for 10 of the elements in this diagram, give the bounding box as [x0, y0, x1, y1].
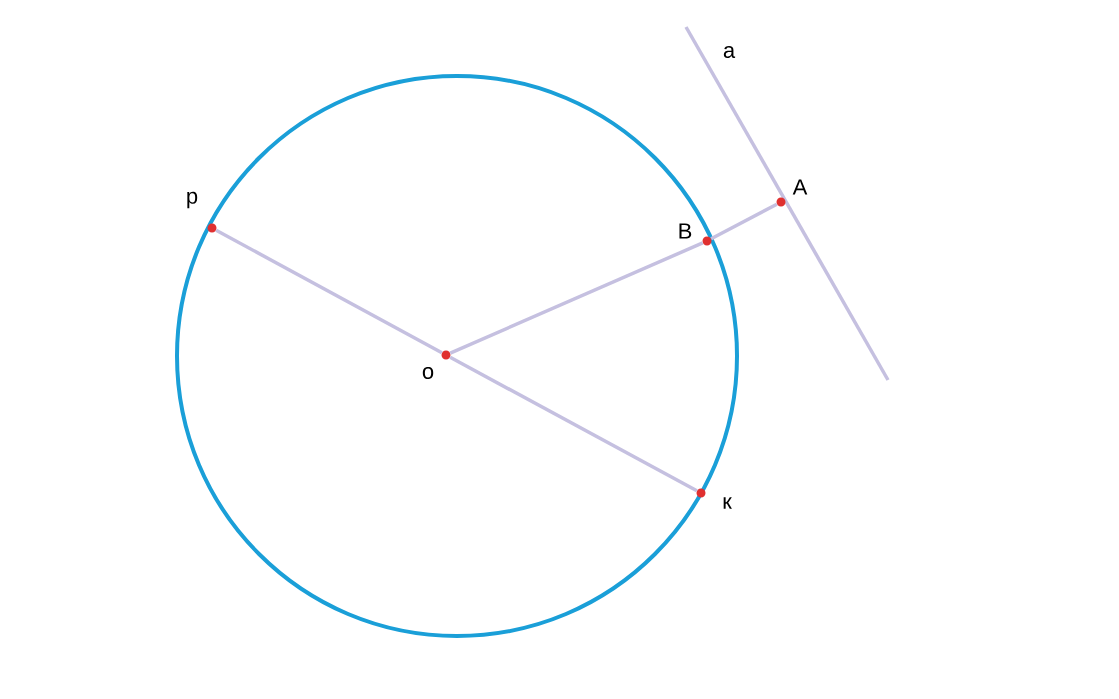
point-label: р: [187, 191, 198, 209]
point-label: к: [723, 497, 732, 509]
segment: [710, 202, 778, 241]
point-label: A: [792, 179, 808, 195]
point-label: о: [422, 367, 434, 380]
line-label: a: [723, 45, 736, 59]
segment: [215, 228, 443, 355]
segment: [449, 241, 704, 355]
segment: [449, 355, 698, 493]
point-label: B: [679, 223, 692, 239]
